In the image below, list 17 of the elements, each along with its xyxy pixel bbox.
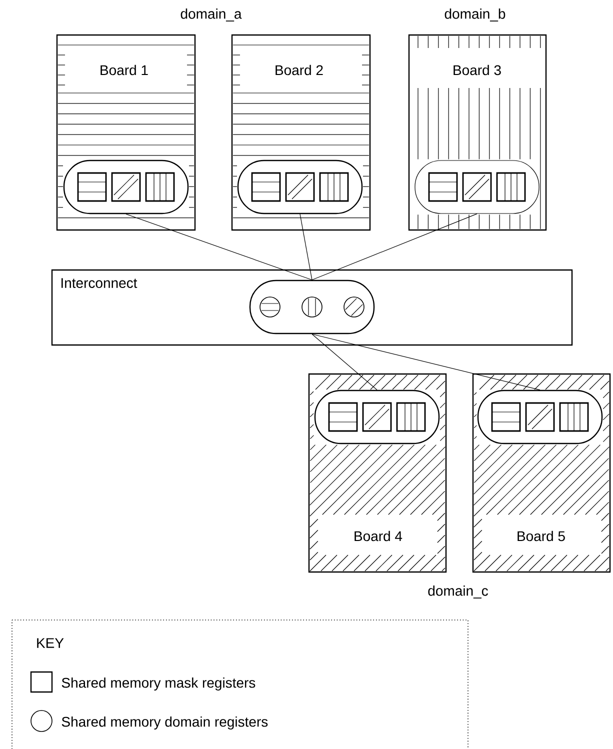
board: Board 1 xyxy=(56,34,196,231)
board: Board 4 xyxy=(308,373,447,573)
board: Board 5 xyxy=(472,373,611,573)
legend-text: Shared memory mask registers xyxy=(62,677,256,691)
connector-line xyxy=(126,214,312,280)
interconnect-box: Interconnect xyxy=(51,269,573,346)
domain-label: domain_a xyxy=(180,8,242,22)
connector-line xyxy=(312,334,378,390)
connector-line xyxy=(300,214,312,280)
domain-label: domain_b xyxy=(444,8,506,22)
legend-title: KEY xyxy=(37,638,64,648)
connector-line xyxy=(312,334,540,390)
connector-line xyxy=(312,214,478,280)
board: Board 3 xyxy=(408,34,547,231)
board: Board 2 xyxy=(231,34,371,231)
domain-label: domain_c xyxy=(428,586,488,598)
legend-text: Shared memory domain registers xyxy=(62,716,268,730)
